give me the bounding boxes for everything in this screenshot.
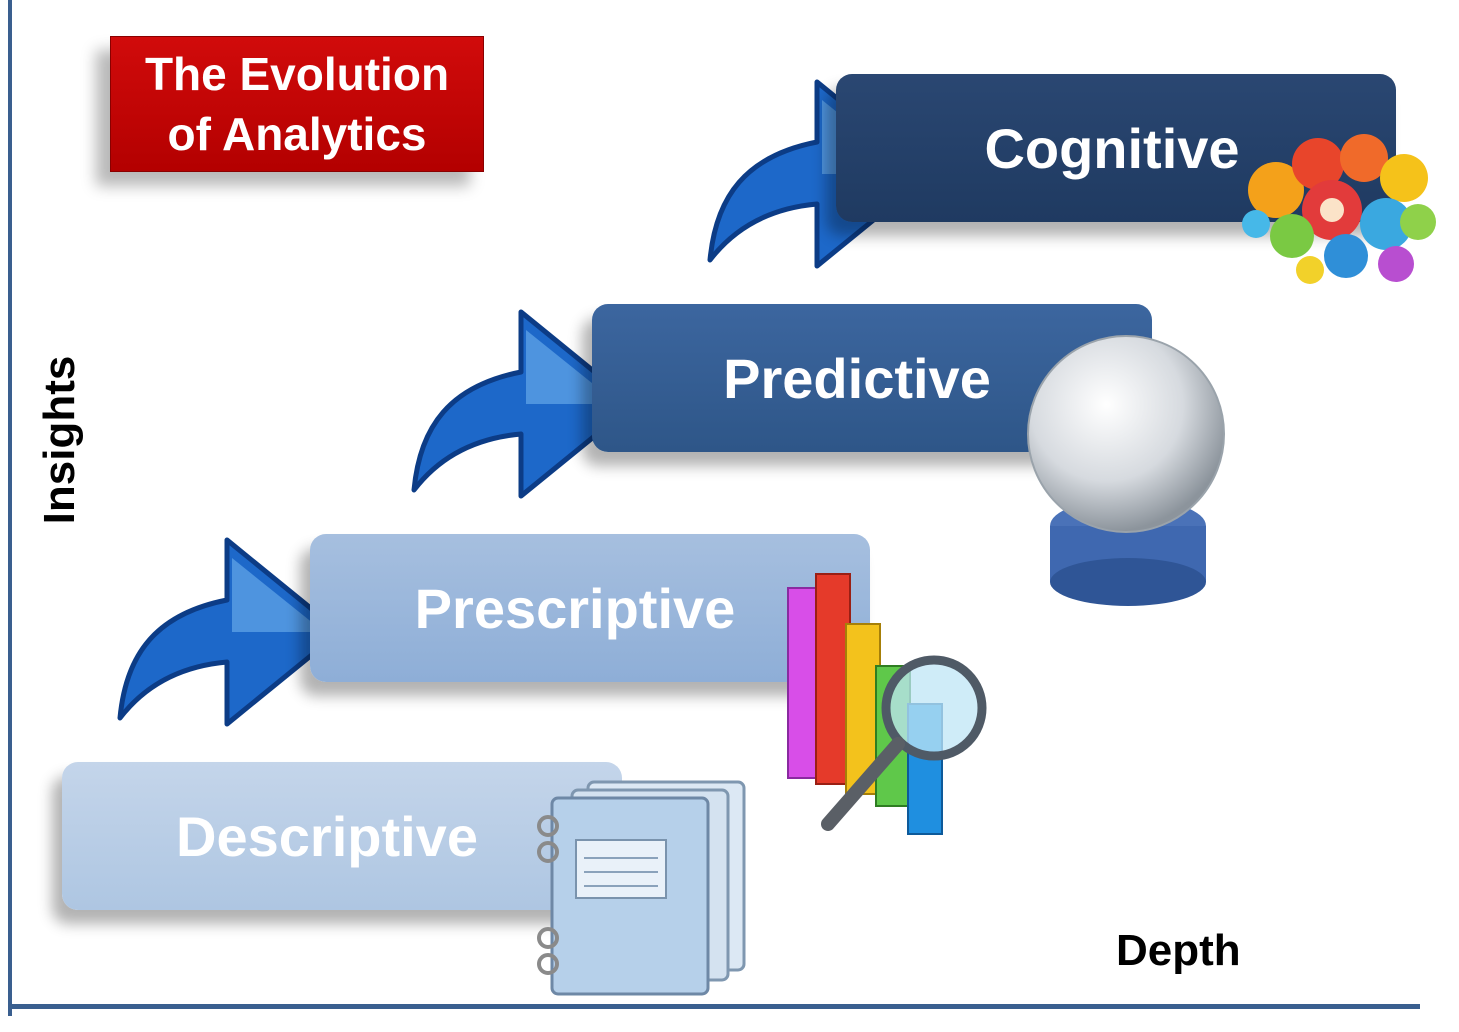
step-label: Predictive xyxy=(723,346,991,410)
gear-brain-icon xyxy=(1242,134,1436,284)
step-label: Cognitive xyxy=(984,116,1240,180)
title-line-1: The Evolution xyxy=(144,48,450,100)
bar-chart-magnifier-icon xyxy=(787,573,987,835)
title-box: The Evolution of Analytics xyxy=(110,36,484,172)
x-axis-line xyxy=(8,1004,1420,1009)
step-label: Prescriptive xyxy=(414,576,736,640)
step-descriptive: Descriptive xyxy=(62,762,622,910)
step-label: Descriptive xyxy=(176,804,478,868)
x-axis-label: Depth xyxy=(1116,926,1241,975)
y-axis-label: Insights xyxy=(35,355,84,525)
title-line-2: of Analytics xyxy=(167,108,427,160)
y-axis-line xyxy=(8,0,12,1016)
notebook-icon xyxy=(537,780,746,996)
step-prescriptive: Prescriptive xyxy=(310,534,870,682)
crystal-ball-icon xyxy=(1027,335,1225,606)
curved-arrow-icon xyxy=(117,537,343,727)
